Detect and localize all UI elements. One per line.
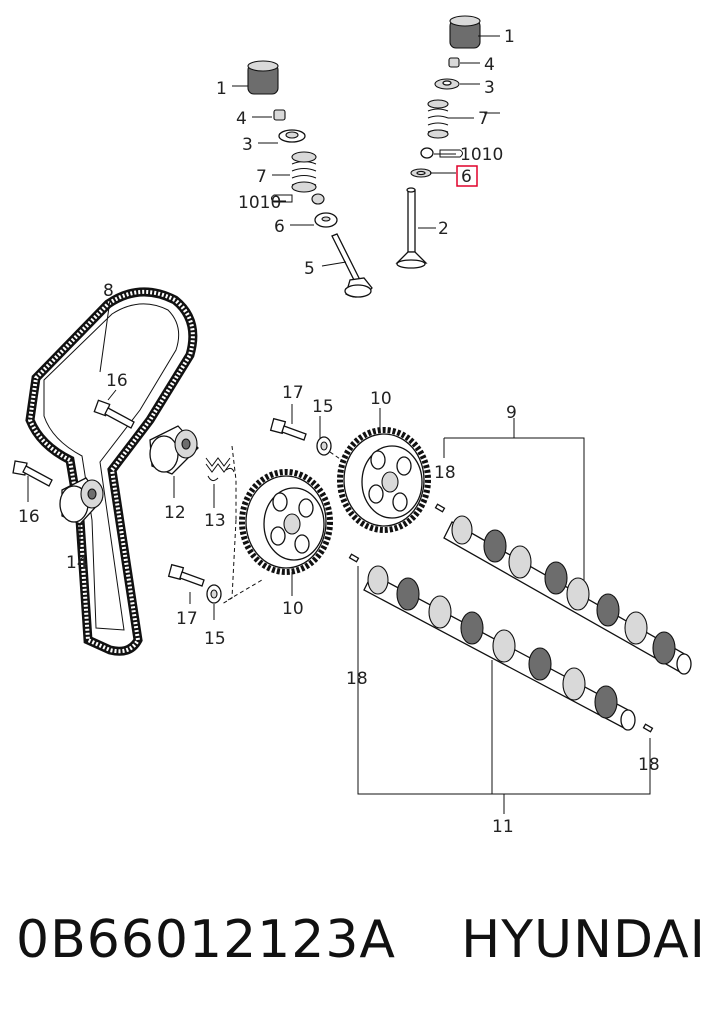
sprocket-washer-lower xyxy=(206,584,222,604)
camshaft-exhaust xyxy=(443,515,692,675)
callout-5: 5 xyxy=(304,259,315,279)
callout-8: 8 xyxy=(103,281,114,301)
brand-name: HYUNDAI xyxy=(461,910,706,970)
valve-spring-right xyxy=(427,99,449,139)
callout-2: 2 xyxy=(438,219,449,239)
callout-18-middle: 18 xyxy=(346,669,368,689)
callout-3-right: 3 xyxy=(484,78,495,98)
callout-10-upper: 10 xyxy=(370,389,392,409)
callout-4-right: 4 xyxy=(484,55,495,75)
valve-keeper-right xyxy=(448,57,460,68)
intake-valve xyxy=(331,233,373,298)
callout-6-right: 6 xyxy=(461,167,472,187)
callout-13: 13 xyxy=(204,511,226,531)
sprocket-bolt-upper xyxy=(269,417,307,441)
exhaust-valve xyxy=(395,187,428,269)
callout-14: 14 xyxy=(66,553,88,573)
valve-assembly-left xyxy=(247,60,373,298)
tensioner-spring xyxy=(205,457,235,482)
tappet-right xyxy=(449,15,481,49)
spring-retainer-right xyxy=(434,78,460,90)
dowel-pin-middle xyxy=(348,553,360,563)
sprocket-bolt-lower xyxy=(167,563,205,587)
camshaft-sprocket-upper xyxy=(337,427,431,533)
valve-stem-seal-left xyxy=(271,193,325,205)
tappet-left xyxy=(247,60,279,95)
parts-diagram: 1 4 3 7 1010 6 2 1 4 3 7 1010 6 5 8 16 1… xyxy=(12,15,692,837)
callout-3-left: 3 xyxy=(242,135,253,155)
valve-spring-left xyxy=(291,151,317,193)
callout-12: 12 xyxy=(164,503,186,523)
timing-belt xyxy=(25,287,198,656)
callout-16-upper: 16 xyxy=(106,371,128,391)
callout-18-upper: 18 xyxy=(434,463,456,483)
dowel-pin-upper xyxy=(434,503,446,513)
idler-pulley xyxy=(59,477,104,525)
part-number: 0B66012123A xyxy=(16,910,397,970)
bolt-lower-left xyxy=(12,460,53,487)
callout-9: 9 xyxy=(506,403,517,423)
callout-7-left: 7 xyxy=(256,167,267,187)
callout-16-lower: 16 xyxy=(18,507,40,527)
callout-15-lower: 15 xyxy=(204,629,226,649)
sprocket-washer-upper xyxy=(316,436,332,456)
valve-assembly-right xyxy=(395,15,481,269)
callout-7-right: 7 xyxy=(478,109,489,129)
camshaft-intake xyxy=(363,565,636,731)
callout-4-left: 4 xyxy=(236,109,247,129)
tensioner-pulley xyxy=(149,425,199,475)
callout-15-upper: 15 xyxy=(312,397,334,417)
spring-seat-left xyxy=(314,212,338,228)
callout-17-upper: 17 xyxy=(282,383,304,403)
callout-1010-right: 1010 xyxy=(460,145,503,165)
callout-11: 11 xyxy=(492,817,514,837)
bolt-upper-left xyxy=(93,399,135,429)
callout-1-right: 1 xyxy=(504,27,515,47)
callout-10-lower: 10 xyxy=(282,599,304,619)
valve-keeper-left xyxy=(273,109,286,121)
callout-17-lower: 17 xyxy=(176,609,198,629)
callout-1010-left: 1010 xyxy=(238,193,281,213)
spring-retainer-left xyxy=(278,129,306,143)
valve-stem-seal-right xyxy=(420,147,463,159)
footer: 0B66012123A HYUNDAI xyxy=(0,895,722,985)
callout-1-left: 1 xyxy=(216,79,227,99)
callout-labels: 1 4 3 7 1010 6 2 1 4 3 7 1010 6 5 8 16 1… xyxy=(18,27,660,837)
highlight-box xyxy=(456,165,478,187)
dowel-pin-lower xyxy=(642,723,654,733)
callout-6-left: 6 xyxy=(274,217,285,237)
camshaft-sprocket-lower xyxy=(239,469,333,575)
callout-18-lower: 18 xyxy=(638,755,660,775)
spring-seat-right xyxy=(410,168,432,178)
